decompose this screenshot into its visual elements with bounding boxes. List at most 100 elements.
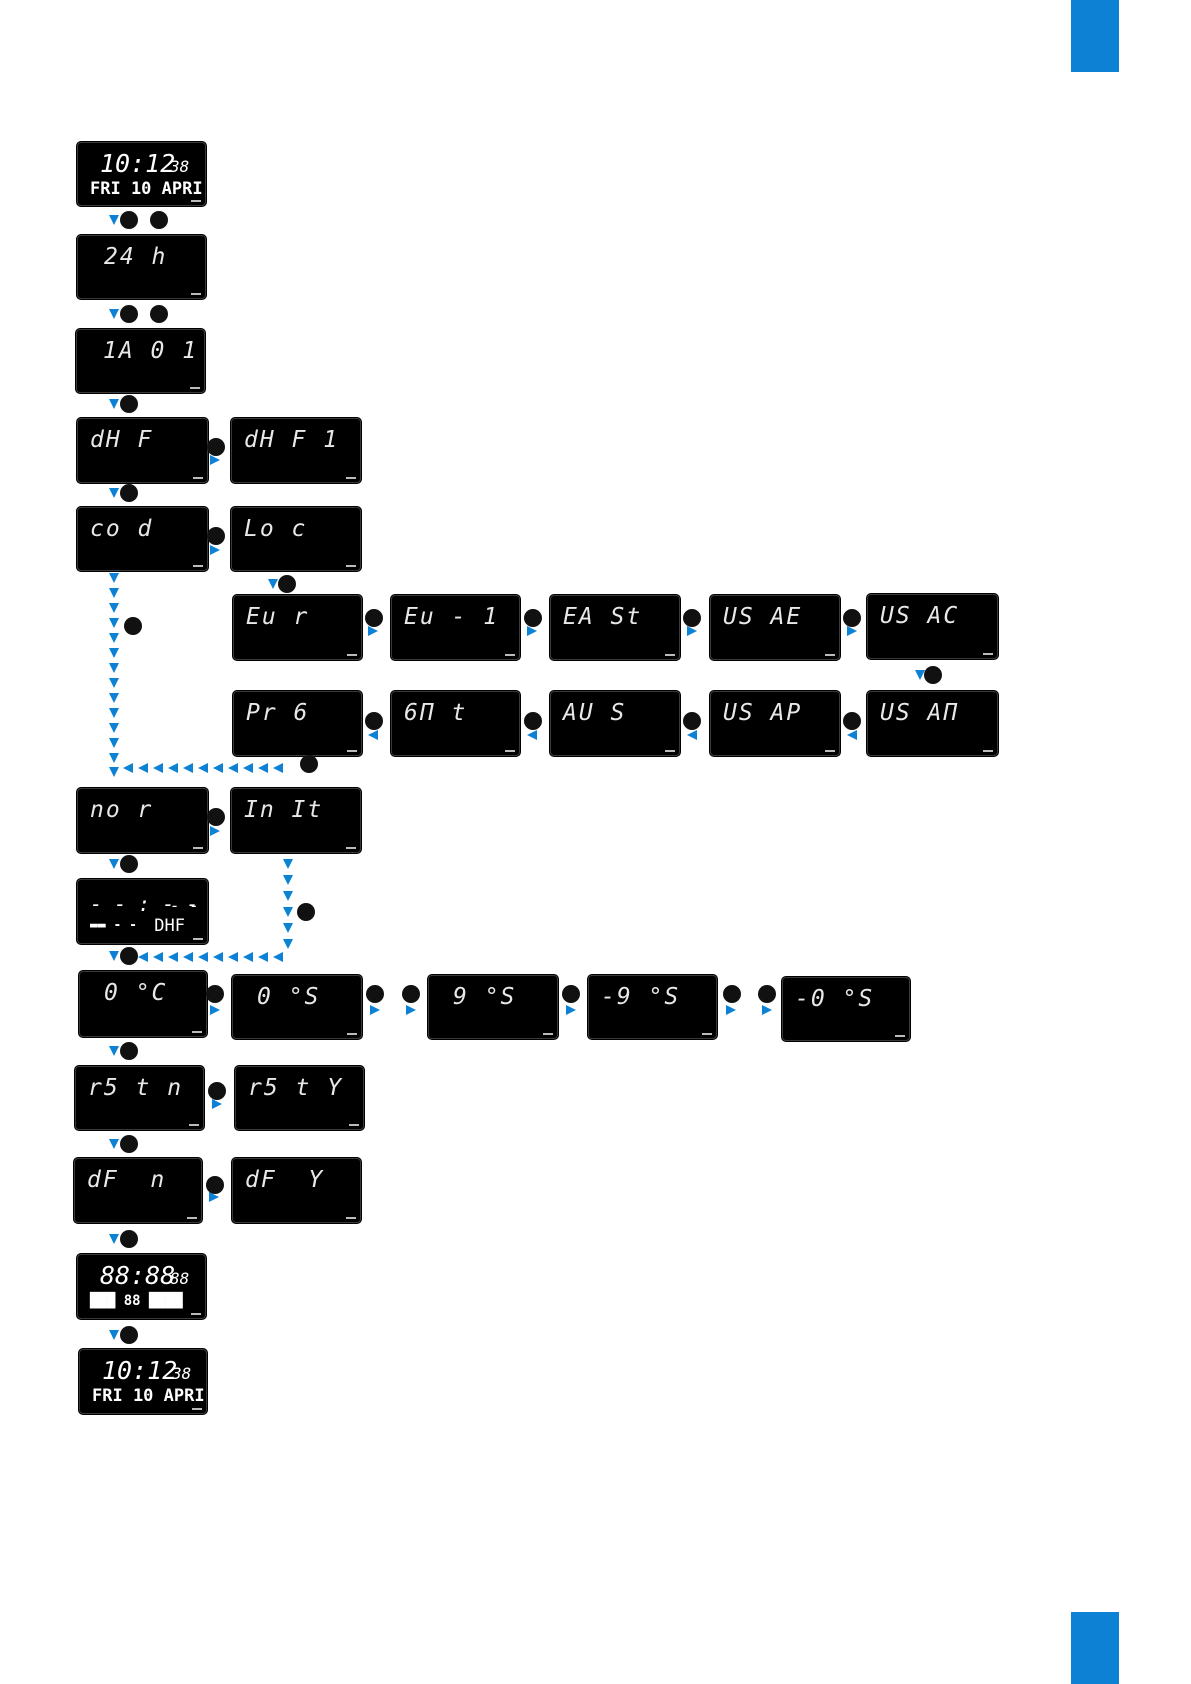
lcd-prg: Pr 6 <box>233 691 362 756</box>
flow-arrow <box>138 763 148 773</box>
button-dot <box>120 211 138 229</box>
flow-arrow <box>213 763 223 773</box>
lcd-gmt: 6П t <box>391 691 520 756</box>
button-dot <box>208 1082 226 1100</box>
lcd-temp-minus9s: -9 °S <box>588 975 717 1039</box>
flow-arrow <box>109 663 119 673</box>
lcd-24h: 24 h <box>77 235 206 299</box>
lcd-dhf: dH F <box>77 418 208 483</box>
flow-arrow <box>847 730 857 740</box>
lcd-dfn: dF n <box>74 1158 202 1223</box>
button-dot <box>365 609 383 627</box>
flow-arrow <box>183 952 193 962</box>
flow-arrow <box>109 1330 119 1340</box>
flow-arrow <box>370 1005 380 1015</box>
button-dot <box>120 484 138 502</box>
flow-arrow <box>687 730 697 740</box>
flow-arrow <box>109 859 119 869</box>
flow-arrow <box>109 215 119 225</box>
button-dot <box>120 1230 138 1248</box>
button-dot <box>120 855 138 873</box>
lcd-usac: US AC <box>867 594 998 659</box>
lcd-temp-9s: 9 °S <box>428 975 558 1039</box>
flow-arrow <box>212 1099 222 1109</box>
button-dot <box>402 985 420 1003</box>
flow-arrow <box>228 763 238 773</box>
flow-arrow <box>109 648 119 658</box>
flow-arrow <box>168 763 178 773</box>
button-dot <box>150 305 168 323</box>
button-dot <box>365 712 383 730</box>
flow-arrow <box>228 952 238 962</box>
lcd-eu1: Eu - 1 <box>391 595 520 660</box>
button-dot <box>120 395 138 413</box>
flow-arrow <box>198 763 208 773</box>
flow-arrow <box>153 952 163 962</box>
button-dot <box>366 985 384 1003</box>
button-dot <box>120 1326 138 1344</box>
button-dot <box>120 1042 138 1060</box>
flow-arrow <box>109 573 119 583</box>
flow-arrow <box>258 763 268 773</box>
lcd-nor: no r <box>77 788 208 853</box>
lcd-dhf1: dH F 1 <box>231 418 361 483</box>
button-dot <box>207 527 225 545</box>
flow-arrow <box>109 633 119 643</box>
flow-arrow <box>847 626 857 636</box>
button-dot <box>207 808 225 826</box>
flow-arrow <box>566 1005 576 1015</box>
flow-arrow <box>109 1046 119 1056</box>
button-dot <box>524 609 542 627</box>
flow-arrow <box>406 1005 416 1015</box>
lcd-loc: Lo c <box>231 507 361 571</box>
flow-arrow <box>210 1005 220 1015</box>
flow-arrow <box>109 753 119 763</box>
flow-arrow <box>726 1005 736 1015</box>
flow-arrow <box>109 723 119 733</box>
lcd-rsty: r5 t Y <box>235 1066 364 1130</box>
button-dot <box>924 666 942 684</box>
flow-arrow <box>109 618 119 628</box>
lcd-1a01: 1A 0 1 <box>76 329 205 393</box>
flow-arrow <box>109 708 119 718</box>
button-dot <box>524 712 542 730</box>
flow-arrow <box>368 730 378 740</box>
button-dot <box>206 1176 224 1194</box>
flow-arrow <box>527 626 537 636</box>
flow-arrow <box>273 763 283 773</box>
flow-arrow <box>283 907 293 917</box>
flow-arrow <box>243 763 253 773</box>
flow-arrow <box>243 952 253 962</box>
flow-arrow <box>168 952 178 962</box>
flow-arrow <box>109 309 119 319</box>
lcd-aus: AU S <box>550 691 680 756</box>
button-dot <box>120 1135 138 1153</box>
lcd-temp-0c: 0 °C <box>79 971 207 1037</box>
lcd-usap: US AP <box>710 691 840 756</box>
flow-arrow <box>109 678 119 688</box>
flow-arrow <box>109 488 119 498</box>
lcd-usae: US AE <box>710 595 840 660</box>
flow-arrow <box>283 939 293 949</box>
button-dot <box>723 985 741 1003</box>
lcd-start-clock: 10:12 38 FRI 10 APRI <box>77 142 206 206</box>
flow-arrow <box>283 891 293 901</box>
flow-arrow <box>687 626 697 636</box>
button-dot <box>758 985 776 1003</box>
lcd-rstn: r5 t n <box>75 1066 204 1130</box>
flow-arrow <box>210 455 220 465</box>
button-dot <box>206 985 224 1003</box>
button-dot <box>150 211 168 229</box>
button-dot <box>124 617 142 635</box>
lcd-dfy: dF Y <box>232 1158 361 1223</box>
button-dot <box>562 985 580 1003</box>
flow-arrow <box>109 1234 119 1244</box>
flow-arrow <box>283 923 293 933</box>
flow-arrow <box>198 952 208 962</box>
flow-arrow <box>527 730 537 740</box>
flow-arrow <box>210 545 220 555</box>
lcd-usan: US AП <box>867 691 998 756</box>
button-dot <box>683 609 701 627</box>
button-dot <box>843 712 861 730</box>
flow-arrow <box>183 763 193 773</box>
